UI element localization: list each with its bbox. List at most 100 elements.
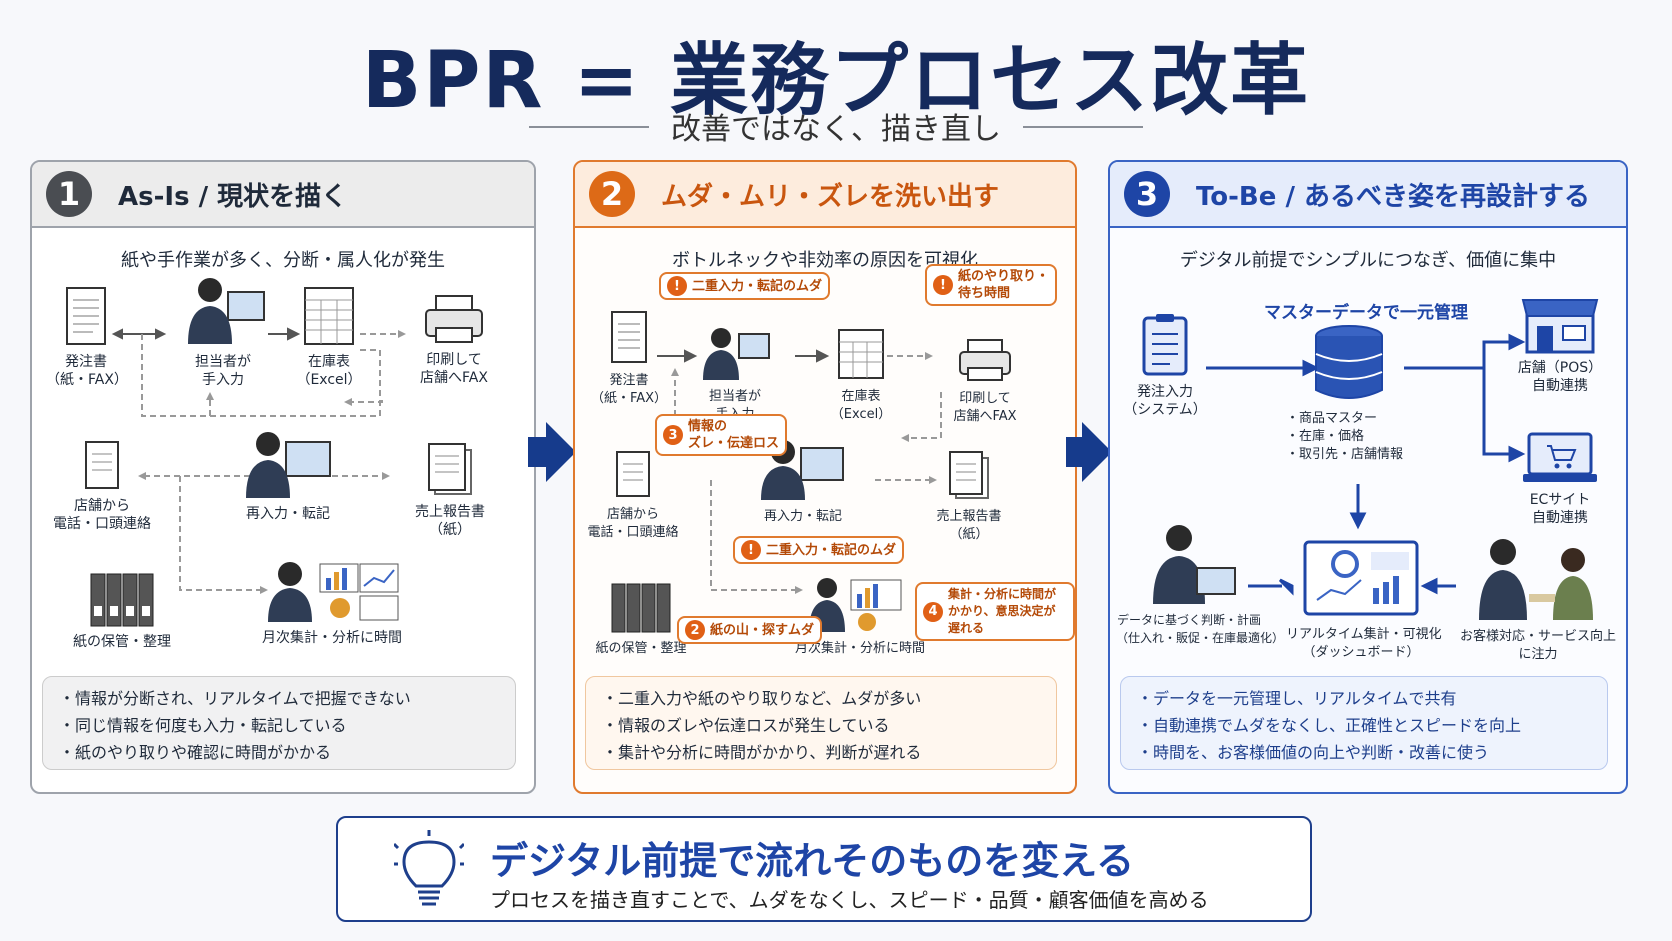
- panel-header: 2 ムダ・ムリ・ズレを洗い出す: [575, 162, 1075, 228]
- document-icon: [66, 287, 106, 345]
- ec-site-item: ECサイト 自動連携: [1506, 430, 1614, 527]
- master-database-item: ・商品マスター ・在庫・価格 ・取引先・店舗情報: [1286, 324, 1436, 464]
- monthly-analysis-item: 月次集計・分析に時間: [795, 576, 925, 658]
- person-with-charts-icon: [268, 562, 399, 622]
- flow-arrow: [528, 437, 550, 467]
- printer-icon: [959, 339, 1011, 381]
- issue-callout: !二重入力・転記のムダ: [659, 272, 831, 300]
- order-form-item: 発注書 （紙・FAX）: [46, 286, 128, 389]
- data-decision-item: データに基づく判断・計画 （仕入れ・販促・在庫最適化）: [1116, 522, 1284, 647]
- number-badge: 3: [663, 425, 683, 445]
- store-phone-item: 店舗から 電話・口頭連絡: [42, 440, 162, 533]
- panel-header: 1 As-Is / 現状を描く: [32, 162, 534, 228]
- memo-icon: [85, 441, 119, 489]
- panel-title: To-Be / あるべき姿を再設計する: [1196, 181, 1590, 212]
- dashboard-item: リアルタイム集計・可視化 （ダッシュボード）: [1286, 540, 1442, 662]
- number-badge: 4: [923, 601, 943, 622]
- person-with-charts-icon: [809, 578, 902, 632]
- person-at-computer-icon: [703, 328, 770, 380]
- issue-callout: !紙のやり取り・ 待ち時間: [925, 264, 1058, 306]
- step-number: 2: [589, 171, 635, 217]
- person-at-computer-icon: [761, 440, 844, 500]
- summary-bullet: データを一元管理し、リアルタイムで共有: [1137, 685, 1591, 712]
- panel-title: ムダ・ムリ・ズレを洗い出す: [661, 181, 1000, 212]
- alert-icon: !: [667, 276, 687, 296]
- issue-callout: !二重入力・転記のムダ: [733, 536, 905, 564]
- reenter-item: 再入力・転記: [743, 438, 863, 526]
- step-number: 1: [46, 171, 92, 217]
- shopping-cart-laptop-icon: [1523, 432, 1597, 482]
- dashboard-icon: [1303, 540, 1419, 616]
- database-icon: [1315, 325, 1383, 399]
- binders-icon: [90, 573, 154, 627]
- order-form-item: 発注書 （紙・FAX）: [589, 310, 669, 408]
- store-icon: [1521, 299, 1599, 354]
- step-number: 3: [1124, 171, 1170, 217]
- summary-box: 二重入力や紙のやり取りなど、ムダが多い 情報のズレや伝達ロスが発生している 集計…: [585, 676, 1057, 770]
- panel-header: 3 To-Be / あるべき姿を再設計する: [1110, 162, 1626, 228]
- panel-to-be: 3 To-Be / あるべき姿を再設計する デジタル前提でシンプルにつなぎ、価値…: [1108, 160, 1628, 794]
- summary-box: 情報が分断され、リアルタイムで把握できない 同じ情報を何度も入力・転記している …: [42, 676, 516, 770]
- print-fax-item: 印刷して 店舗へFAX: [937, 336, 1033, 426]
- panel-lead: ボトルネックや非効率の原因を可視化: [672, 250, 978, 271]
- person-at-computer-icon: [188, 278, 265, 344]
- summary-bullet: 同じ情報を何度も入力・転記している: [59, 712, 499, 739]
- paper-storage-item: 紙の保管・整理: [589, 582, 693, 658]
- lightbulb-icon: [394, 830, 464, 906]
- flow-lines: [657, 349, 942, 594]
- summary-box: データを一元管理し、リアルタイムで共有 自動連携でムダをなくし、正確性とスピード…: [1120, 676, 1608, 770]
- staff-input-item: 担当者が 手入力: [693, 326, 777, 424]
- document-icon: [611, 311, 647, 363]
- number-badge: 2: [685, 620, 705, 640]
- sales-report-item: 売上報告書 （紙）: [921, 450, 1017, 544]
- documents-stack-icon: [428, 443, 472, 495]
- panel-lead: デジタル前提でシンプルにつなぎ、価値に集中: [1179, 250, 1557, 271]
- summary-bullet: 情報のズレや伝達ロスが発生している: [602, 712, 1040, 739]
- monthly-analysis-item: 月次集計・分析に時間: [242, 560, 422, 647]
- inventory-sheet-item: 在庫表 （Excel）: [827, 328, 895, 424]
- binders-icon: [611, 583, 671, 633]
- panel-title: As-Is / 現状を描く: [118, 181, 348, 212]
- person-at-laptop-icon: [1153, 525, 1236, 604]
- store-pos-item: 店舗（POS） 自動連携: [1506, 296, 1614, 395]
- inventory-sheet-item: 在庫表 （Excel）: [294, 286, 364, 389]
- summary-bullet: 自動連携でムダをなくし、正確性とスピードを向上: [1137, 712, 1591, 739]
- customer-service-icon: [1479, 539, 1593, 620]
- customer-service-item: お客様対応・サービス向上 に注力: [1458, 536, 1618, 664]
- flow-lines: [1206, 333, 1526, 596]
- conclusion-box: デジタル前提で流れそのものを変える プロセスを描き直すことで、ムダをなくし、スピ…: [336, 816, 1312, 922]
- printer-icon: [425, 295, 483, 343]
- panel-as-is: 1 As-Is / 現状を描く 紙や手作業が多く、分断・属人化が発生: [30, 160, 536, 794]
- conclusion-subtext: プロセスを描き直すことで、ムダをなくし、スピード・品質・顧客価値を高める: [490, 888, 1209, 912]
- flow-lines: [111, 327, 406, 594]
- order-entry-item: 発注入力 （システム）: [1120, 312, 1210, 419]
- spreadsheet-icon: [838, 329, 884, 379]
- staff-input-item: 担当者が 手入力: [168, 274, 278, 389]
- clipboard-icon: [1142, 314, 1188, 376]
- person-at-computer-icon: [246, 432, 331, 498]
- reenter-item: 再入力・転記: [228, 430, 348, 523]
- panel-lead: 紙や手作業が多く、分断・属人化が発生: [121, 250, 445, 271]
- summary-bullet: 情報が分断され、リアルタイムで把握できない: [59, 685, 499, 712]
- memo-icon: [616, 451, 650, 497]
- summary-bullet: 紙のやり取りや確認に時間がかかる: [59, 739, 499, 766]
- master-data-label: マスターデータで一元管理: [1264, 303, 1468, 323]
- summary-bullet: 時間を、お客様価値の向上や判断・改善に使う: [1137, 739, 1591, 766]
- page-title: BPR = 業務プロセス改革: [361, 36, 1311, 126]
- paper-storage-item: 紙の保管・整理: [62, 570, 182, 651]
- summary-bullet: 二重入力や紙のやり取りなど、ムダが多い: [602, 685, 1040, 712]
- flow-arrow-head: [546, 422, 576, 482]
- spreadsheet-icon: [304, 287, 354, 345]
- conclusion-headline: デジタル前提で流れそのものを変える: [490, 839, 1135, 883]
- documents-stack-icon: [949, 451, 989, 499]
- page-subtitle: 改善ではなく、描き直し: [529, 104, 1143, 148]
- panel-issues: 2 ムダ・ムリ・ズレを洗い出す ボトルネックや非効率の原因を可視化 発注書 （紙…: [573, 160, 1077, 794]
- flow-arrow-head: [1082, 422, 1112, 482]
- summary-bullet: 集計や分析に時間がかかり、判断が遅れる: [602, 739, 1040, 766]
- alert-icon: !: [741, 540, 761, 560]
- store-phone-item: 店舗から 電話・口頭連絡: [581, 450, 685, 542]
- sales-report-item: 売上報告書 （紙）: [402, 442, 498, 539]
